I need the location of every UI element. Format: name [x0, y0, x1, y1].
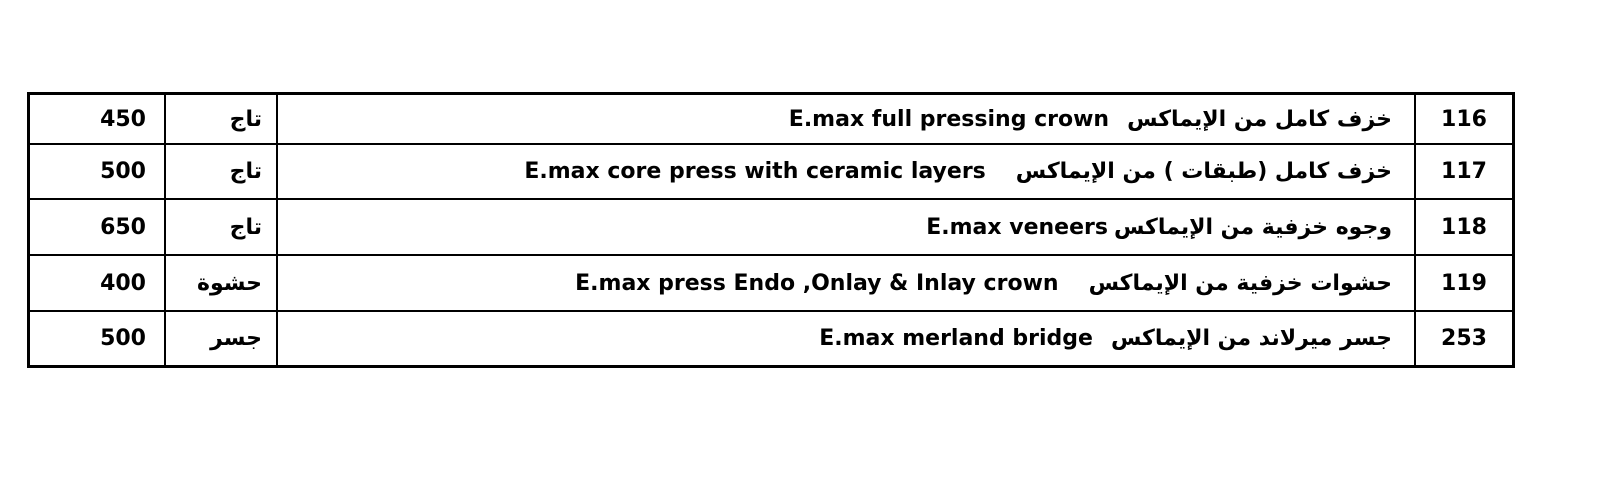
table-row: 400 حشوة E.max press Endo ,Onlay & Inlay…	[27, 254, 1515, 312]
type-cell: تاج	[164, 198, 278, 256]
code-cell: 116	[1414, 92, 1515, 145]
price-cell: 500	[27, 310, 166, 368]
type-cell: تاج	[164, 143, 278, 200]
description-ar: حشوات خزفية من الإيماكس	[1088, 270, 1392, 296]
type-cell: تاج	[164, 92, 278, 145]
description-ar: خزف كامل (طبقات ) من الإيماكس	[1015, 159, 1392, 184]
description-en: E.max press Endo ,Onlay & Inlay crown	[575, 270, 1059, 296]
price-cell: 650	[27, 198, 166, 256]
description-cell: E.max press Endo ,Onlay & Inlay crown حشو…	[276, 254, 1416, 312]
table-row: 450 تاج E.max full pressing crown خزف كام…	[27, 92, 1515, 145]
description-cell: E.max full pressing crown خزف كامل من الإ…	[276, 92, 1416, 145]
description-cell: E.max core press with ceramic layers خزف …	[276, 143, 1416, 200]
description-en: E.max merland bridge	[819, 326, 1093, 351]
code-cell: 117	[1414, 143, 1515, 200]
description-en: E.max full pressing crown	[788, 106, 1110, 132]
table-row: 500 جسر E.max merland bridge جسر ميرلاند …	[27, 310, 1515, 368]
type-cell: جسر	[164, 310, 278, 368]
description-ar: وجوه خزفية من الإيماكس	[1113, 214, 1392, 240]
code-cell: 118	[1414, 198, 1515, 256]
description-ar: جسر ميرلاند من الإيماكس	[1110, 326, 1392, 351]
table-row: 500 تاج E.max core press with ceramic la…	[27, 143, 1515, 200]
code-cell: 253	[1414, 310, 1515, 368]
description-ar: خزف كامل من الإيماكس	[1127, 106, 1392, 132]
price-cell: 450	[27, 92, 166, 145]
type-cell: حشوة	[164, 254, 278, 312]
price-cell: 400	[27, 254, 166, 312]
description-cell: E.max merland bridge جسر ميرلاند من الإيم…	[276, 310, 1416, 368]
price-table: 450 تاج E.max full pressing crown خزف كام…	[27, 92, 1515, 368]
price-cell: 500	[27, 143, 166, 200]
code-cell: 119	[1414, 254, 1515, 312]
description-en: E.max veneers	[926, 214, 1108, 240]
description-en: E.max core press with ceramic layers	[524, 159, 986, 184]
